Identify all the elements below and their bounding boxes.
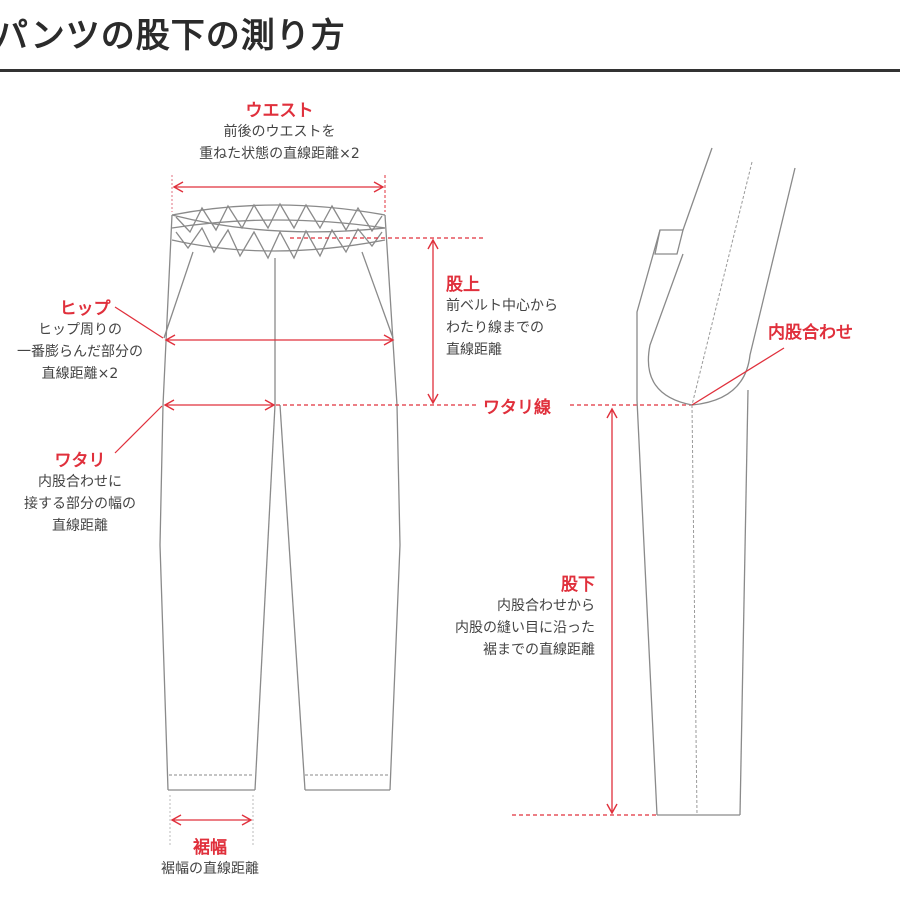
side-seam-dashed (691, 161, 753, 816)
hem-width-label: 裾幅 (193, 838, 227, 858)
page-title: パンツの股下の測り方 (0, 16, 346, 56)
waist-description-line1: 前後のウエストを (223, 124, 336, 140)
side-pants-outline (636, 147, 796, 816)
hip-description-line2: 一番膨らんだ部分の (17, 344, 143, 360)
hem-width-description: 裾幅の直線距離 (161, 861, 259, 877)
thigh-measure-line (114, 399, 276, 454)
hip-description-line1: ヒップ周りの (38, 322, 122, 338)
rise-description-line2: わたり線までの (446, 320, 544, 336)
rise-label: 股上 (446, 275, 480, 295)
inseam-description-line1: 内股合わせから (497, 598, 595, 614)
waist-annotation: ウエスト 前後のウエストを 重ねた状態の直線距離×2 (172, 96, 387, 165)
crotch-pointer-line (691, 347, 785, 406)
title-divider (0, 69, 900, 72)
inseam-description-line2: 内股の縫い目に沿った (455, 620, 595, 636)
thigh-description-line1: 内股合わせに (38, 474, 122, 490)
hip-annotation: ヒップ ヒップ周りの 一番膨らんだ部分の 直線距離×2 (0, 294, 160, 385)
hem-width-measure-line (169, 795, 254, 845)
inseam-annotation: 股下 内股合わせから 内股の縫い目に沿った 裾までの直線距離 (400, 570, 595, 661)
front-pants-outline (159, 202, 401, 791)
thigh-line-label: ワタリ線 (483, 398, 551, 418)
crotch-point-label: 内股合わせ (768, 323, 853, 343)
inseam-description-line3: 裾までの直線距離 (483, 642, 595, 658)
thigh-description-line3: 直線距離 (52, 518, 108, 534)
inseam-label: 股下 (561, 575, 595, 595)
waist-label: ウエスト (245, 101, 314, 121)
waist-description-line2: 重ねた状態の直線距離×2 (199, 146, 360, 162)
rise-description-line1: 前ベルト中心から (446, 298, 558, 314)
hip-label: ヒップ (59, 299, 111, 319)
thigh-label: ワタリ (54, 451, 106, 471)
rise-annotation: 股上 前ベルト中心から わたり線までの 直線距離 (446, 270, 558, 361)
hip-measure-line (114, 306, 395, 346)
rise-measure-line (290, 237, 485, 405)
waist-measure-line (171, 175, 386, 212)
hip-description-line3: 直線距離×2 (41, 366, 119, 382)
hem-width-annotation: 裾幅 裾幅の直線距離 (130, 833, 290, 880)
rise-description-line3: 直線距離 (446, 342, 502, 358)
thigh-description-line2: 接する部分の幅の (24, 496, 136, 512)
thigh-annotation: ワタリ 内股合わせに 接する部分の幅の 直線距離 (0, 446, 160, 537)
inseam-measure-line (512, 407, 656, 816)
